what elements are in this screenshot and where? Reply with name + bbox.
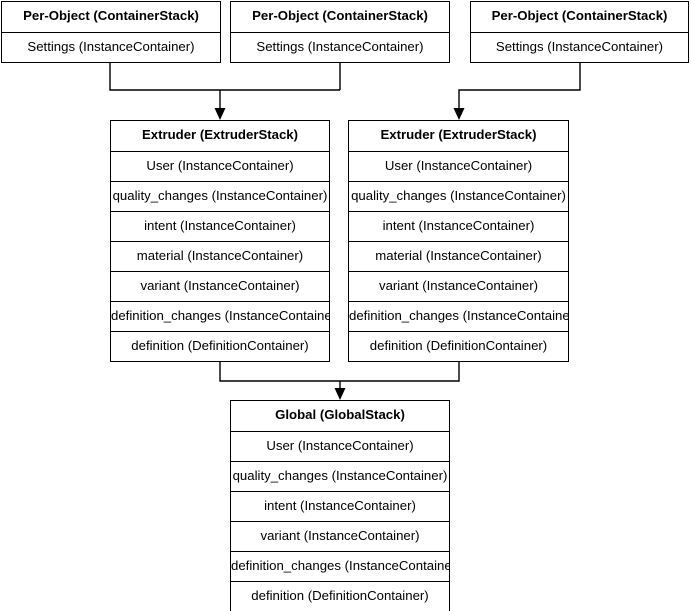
- edge-extruders-to-bar: [219, 360, 460, 382]
- arrowhead-extruder-2: [453, 108, 465, 120]
- node-row-definition: definition (DefinitionContainer): [111, 331, 329, 361]
- node-row-material: material (InstanceContainer): [349, 241, 568, 271]
- edge-per-object-3-to-extruder-2: [458, 61, 581, 113]
- node-header: Per-Object (ContainerStack): [23, 8, 199, 23]
- node-row-settings: Settings (InstanceContainer): [231, 32, 449, 62]
- node-row-user: User (InstanceContainer): [231, 431, 449, 461]
- node-row-settings: Settings (InstanceContainer): [471, 32, 688, 62]
- node-row-quality-changes: quality_changes (InstanceContainer): [111, 181, 329, 211]
- node-row-definition-changes: definition_changes (InstanceContainer): [349, 301, 568, 331]
- node-per-object-2[interactable]: Per-Object (ContainerStack) Settings (In…: [230, 1, 450, 63]
- edge-per-object-1-to-bar: [109, 61, 340, 91]
- node-row-variant: variant (InstanceContainer): [111, 271, 329, 301]
- node-header: Extruder (ExtruderStack): [141, 127, 299, 142]
- node-row-settings: Settings (InstanceContainer): [2, 32, 220, 62]
- node-header: Global (GlobalStack): [275, 407, 405, 422]
- node-row-definition: definition (DefinitionContainer): [349, 331, 568, 361]
- node-row-variant: variant (InstanceContainer): [349, 271, 568, 301]
- node-row-variant: variant (InstanceContainer): [231, 521, 449, 551]
- node-per-object-3[interactable]: Per-Object (ContainerStack) Settings (In…: [470, 1, 689, 63]
- node-row-material: material (InstanceContainer): [111, 241, 329, 271]
- arrowhead-extruder-1: [214, 108, 226, 120]
- node-global[interactable]: Global (GlobalStack) User (InstanceConta…: [230, 400, 450, 611]
- node-row-user: User (InstanceContainer): [111, 151, 329, 181]
- node-extruder-1[interactable]: Extruder (ExtruderStack) User (InstanceC…: [110, 120, 330, 362]
- node-per-object-1[interactable]: Per-Object (ContainerStack) Settings (In…: [1, 1, 221, 63]
- node-row-definition: definition (DefinitionContainer): [231, 581, 449, 611]
- node-row-intent: intent (InstanceContainer): [111, 211, 329, 241]
- arrowhead-global: [334, 388, 346, 400]
- node-row-quality-changes: quality_changes (InstanceContainer): [231, 461, 449, 491]
- node-header: Per-Object (ContainerStack): [491, 8, 668, 23]
- node-header: Per-Object (ContainerStack): [252, 8, 428, 23]
- node-row-quality-changes: quality_changes (InstanceContainer): [349, 181, 568, 211]
- node-row-definition-changes: definition_changes (InstanceContainer): [111, 301, 329, 331]
- node-row-intent: intent (InstanceContainer): [231, 491, 449, 521]
- node-row-intent: intent (InstanceContainer): [349, 211, 568, 241]
- node-row-user: User (InstanceContainer): [349, 151, 568, 181]
- node-header: Extruder (ExtruderStack): [380, 127, 537, 142]
- node-row-definition-changes: definition_changes (InstanceContainer): [231, 551, 449, 581]
- node-extruder-2[interactable]: Extruder (ExtruderStack) User (InstanceC…: [348, 120, 569, 362]
